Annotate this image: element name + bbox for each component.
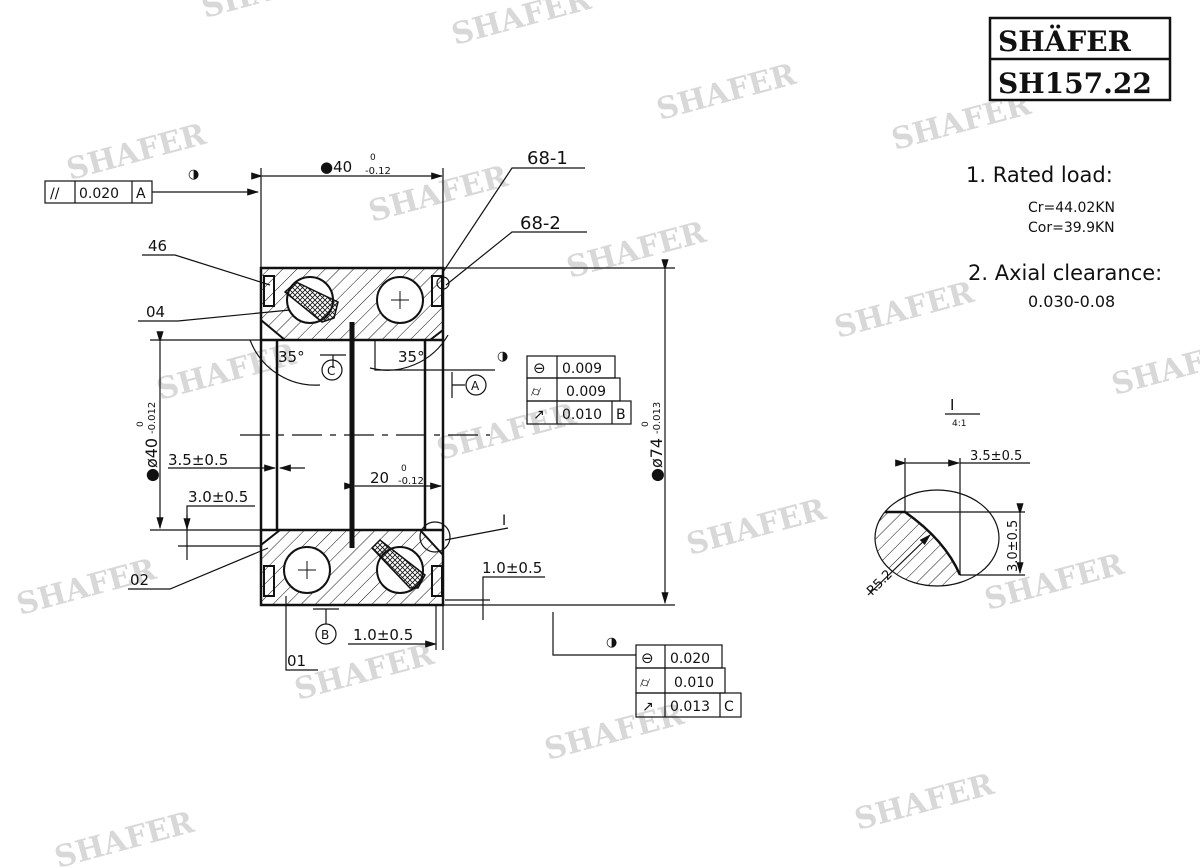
watermark: SHAFER xyxy=(448,0,596,53)
detail-dim-h: 3.5±0.5 xyxy=(970,449,1022,464)
detail-dim-v: 3.0±0.5 xyxy=(1006,520,1021,572)
bore-dimension: ●ø40 0 -0.012 xyxy=(136,331,261,531)
watermark: SHAFER xyxy=(851,767,999,838)
width-dimension: ●40 0 -0.12 xyxy=(251,153,444,268)
outer-diameter-dimension: ●ø74 0 -0.013 xyxy=(443,259,675,606)
part-number: SH157.22 xyxy=(998,67,1152,100)
runout-datum: B xyxy=(616,407,626,423)
watermark: SHAFER xyxy=(433,397,581,468)
bore-tol-upper: 0 xyxy=(136,421,146,427)
roundness-icon: ⊖ xyxy=(641,649,654,667)
logo-box: SHÄFER SH157.22 xyxy=(988,16,1172,102)
chamfer-b-value: 3.0±0.5 xyxy=(188,488,248,506)
watermark: SHAFER xyxy=(541,697,689,768)
angle-left: 35° xyxy=(278,348,305,366)
tolerance-frame-right: ◑ ⊖ ⌭ ↗ 0.009 0.009 0.010 B xyxy=(497,349,632,425)
width-tol-lower: -0.12 xyxy=(365,166,391,177)
callout-detail-i: I xyxy=(502,513,506,529)
bore-tol-lower: -0.012 xyxy=(147,402,158,434)
callouts: 68-1 68-2 46 04 02 01 I xyxy=(128,148,587,671)
datums: C A B xyxy=(313,354,487,645)
cylindricity-icon: ⌭ xyxy=(640,675,650,691)
roundness-icon: ⊖ xyxy=(533,359,546,377)
datum-a: A xyxy=(471,379,480,393)
runout-value: 0.013 xyxy=(670,699,710,715)
detail-label: I xyxy=(950,396,954,414)
tolerance-frame-parallelism: ◑ // 0.020 A xyxy=(44,167,260,204)
axial-clearance-title: 2. Axial clearance: xyxy=(968,261,1162,285)
half-width-tol-upper: 0 xyxy=(401,464,407,474)
half-circle-icon: ◑ xyxy=(606,635,617,650)
roundness-value: 0.020 xyxy=(670,651,710,667)
runout-icon: ↗ xyxy=(533,407,545,423)
watermark: SHAFER xyxy=(831,275,979,346)
offset-right-value: 1.0±0.5 xyxy=(482,559,542,577)
callout-68-1: 68-1 xyxy=(527,148,568,169)
brand-logo: SHÄFER xyxy=(998,24,1132,58)
half-width-value: 20 xyxy=(370,469,389,487)
runout-value: 0.010 xyxy=(562,407,602,423)
cylindricity-icon: ⌭ xyxy=(531,384,541,400)
outer-tol-lower: -0.013 xyxy=(652,402,663,434)
detail-scale: 4:1 xyxy=(952,419,966,429)
tolerance-frame-bottom: ◑ ⊖ ⌭ ↗ 0.020 0.010 0.013 C xyxy=(552,612,742,718)
rated-load-title: 1. Rated load: xyxy=(966,163,1113,187)
half-circle-icon: ◑ xyxy=(497,349,508,364)
watermark: SHAFER xyxy=(653,57,801,128)
watermarks: SHAFER SHAFER SHAFER SHAFER SHAFER SHAFE… xyxy=(13,0,1200,868)
runout-icon: ↗ xyxy=(642,699,654,715)
watermark: SHAFER xyxy=(683,492,831,563)
width-tol-upper: 0 xyxy=(370,153,376,163)
width-value: ●40 xyxy=(320,158,352,176)
datum-ref: A xyxy=(136,186,146,202)
tolerance-value: 0.020 xyxy=(79,186,119,202)
datum-b: B xyxy=(321,628,329,642)
chamfer-a-value: 3.5±0.5 xyxy=(168,451,228,469)
callout-04: 04 xyxy=(146,303,165,321)
watermark: SHAFER xyxy=(981,547,1129,618)
half-width-tol-lower: -0.12 xyxy=(398,476,424,487)
axial-clearance-value: 0.030-0.08 xyxy=(1028,292,1115,311)
angle-right: 35° xyxy=(398,348,425,366)
watermark: SHAFER xyxy=(563,215,711,286)
outer-diameter-value: ●ø74 xyxy=(647,438,666,482)
cylindricity-value: 0.009 xyxy=(566,384,606,400)
runout-datum: C xyxy=(724,699,734,715)
datum-c: C xyxy=(327,364,335,378)
callout-68-2: 68-2 xyxy=(520,213,561,234)
callout-01: 01 xyxy=(287,652,306,670)
rated-load-cor: Cor=39.9KN xyxy=(1028,220,1115,236)
roundness-value: 0.009 xyxy=(562,361,602,377)
watermark: SHAFER xyxy=(1108,332,1200,403)
bearing-section: 35° 35° xyxy=(240,266,495,607)
detail-view: I 4:1 3.5±0.5 3.0±0.5 R5.2 xyxy=(864,396,1030,599)
rated-load-cr: Cr=44.02KN xyxy=(1028,200,1115,216)
bore-diameter-value: ●ø40 xyxy=(142,438,161,482)
callout-46: 46 xyxy=(148,237,167,255)
watermark: SHAFER xyxy=(51,805,199,868)
parallelism-icon: // xyxy=(50,186,60,202)
misc-dimensions: 3.5±0.5 20 0 -0.12 3.0±0.5 1.0±0.5 1.0±0… xyxy=(168,451,545,650)
watermark: SHAFER xyxy=(198,0,346,26)
specs: 1. Rated load: Cr=44.02KN Cor=39.9KN 2. … xyxy=(966,163,1162,311)
offset-bottom-value: 1.0±0.5 xyxy=(353,626,413,644)
cylindricity-value: 0.010 xyxy=(674,675,714,691)
callout-02: 02 xyxy=(130,571,149,589)
watermark: SHAFER xyxy=(291,637,439,708)
outer-tol-upper: 0 xyxy=(641,421,651,427)
half-circle-icon: ◑ xyxy=(188,167,199,182)
